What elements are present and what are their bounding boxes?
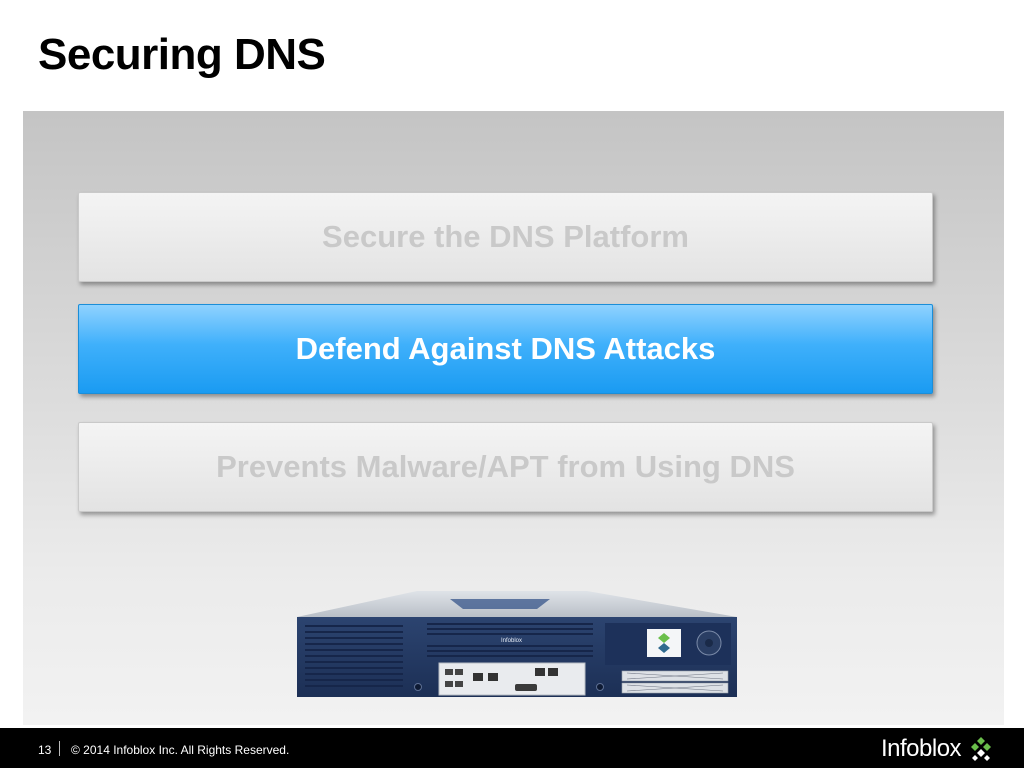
infoblox-logo-icon [971, 737, 991, 761]
network-appliance-image: Infoblox [297, 591, 737, 697]
page-title: Securing DNS [38, 30, 326, 79]
brand-name: Infoblox [881, 735, 962, 762]
step-card-label: Defend Against DNS Attacks [295, 331, 716, 366]
footer-divider [59, 741, 60, 756]
step-card-prevent-malware[interactable]: Prevents Malware/APT from Using DNS [78, 422, 933, 512]
step-card-secure-platform[interactable]: Secure the DNS Platform [78, 192, 933, 282]
step-card-label: Prevents Malware/APT from Using DNS [216, 449, 795, 484]
content-panel: Secure the DNS Platform Defend Against D… [23, 111, 1004, 725]
copyright-text: © 2014 Infoblox Inc. All Rights Reserved… [71, 743, 290, 757]
page-number: 13 [38, 743, 52, 757]
appliance-brand-label: Infoblox [501, 638, 522, 644]
footer-bar: 13 © 2014 Infoblox Inc. All Rights Reser… [0, 728, 1024, 768]
step-card-label: Secure the DNS Platform [322, 219, 689, 254]
step-card-defend-attacks[interactable]: Defend Against DNS Attacks [78, 304, 933, 394]
